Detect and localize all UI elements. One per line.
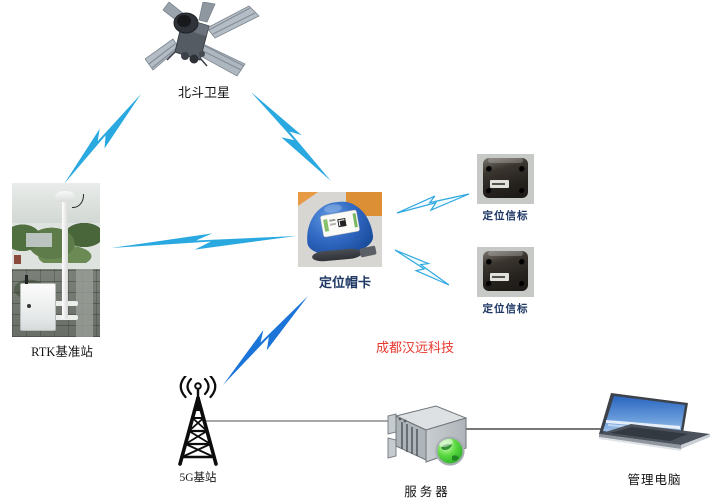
screw-recess: [519, 281, 525, 287]
photo-red-structure: [14, 255, 21, 264]
beacon-photo: [477, 154, 534, 204]
wireless-bolt-rtk-helmet: [111, 233, 297, 250]
company-watermark: 成都汉远科技: [376, 340, 455, 355]
beacon-bottom-label: 定位信标: [482, 304, 529, 315]
screw-recess: [519, 166, 525, 172]
wireless-bolt-helmet-5g: [223, 295, 309, 385]
laptop-image: [599, 393, 710, 451]
beacon-photo: [477, 247, 534, 297]
screw-recess: [519, 188, 525, 194]
helmet-photo: [298, 192, 382, 267]
wireless-bolt-satellite-rtk: [64, 93, 141, 184]
management-pc-label: 管理电脑: [627, 473, 682, 487]
photo-pillar: [76, 269, 93, 337]
node-rtk-base-station: RTK基准站: [12, 183, 100, 360]
beacon-sticker: [490, 273, 509, 281]
card-text-line: [329, 218, 336, 222]
wireless-bolt-helmet-beacon-bottom: [392, 244, 453, 290]
photo-building: [26, 233, 52, 247]
equipment-cabinet: [20, 275, 56, 331]
screw-recess: [486, 281, 492, 287]
screw-recess: [486, 188, 492, 194]
node-helmet-tag: 定位帽卡: [298, 192, 382, 291]
5g-station-label: 5G基站: [179, 472, 217, 484]
node-beacon-top: 定位信标: [477, 154, 534, 223]
node-beacon-bottom: 定位信标: [477, 247, 534, 316]
screw-recess: [519, 259, 525, 265]
rtk-station-label: RTK基准站: [31, 345, 93, 359]
helmet-clamp: [359, 245, 377, 258]
node-beidou-satellite: 北斗卫星: [145, 2, 263, 101]
beacon-sticker: [490, 180, 509, 188]
wireless-bolt-satellite-helmet: [251, 92, 331, 182]
node-5g-base-station: 5G基站: [167, 376, 229, 485]
node-server: 服务器: [380, 404, 475, 500]
helmet-tag-label: 定位帽卡: [318, 275, 371, 290]
antenna-pole: [62, 199, 68, 319]
node-management-pc: 管理电脑: [596, 393, 713, 488]
wireless-bolt-helmet-beacon-top: [395, 188, 470, 219]
gnss-antenna-dome: [55, 191, 75, 202]
qr-code: [337, 218, 347, 228]
rtk-station-photo: [12, 183, 100, 337]
screw-recess: [486, 166, 492, 172]
satellite-label: 北斗卫星: [177, 85, 230, 100]
satellite-image: [145, 2, 260, 77]
server-label: 服务器: [404, 485, 451, 499]
beacon-top-label: 定位信标: [482, 211, 529, 222]
screw-recess: [486, 259, 492, 265]
card-green-mark: [323, 219, 330, 232]
card-text-line: [329, 222, 337, 226]
keyboard: [610, 427, 688, 441]
cell-tower-icon: [178, 376, 218, 466]
orange-background-left: [298, 192, 318, 206]
server-image: [387, 405, 468, 466]
